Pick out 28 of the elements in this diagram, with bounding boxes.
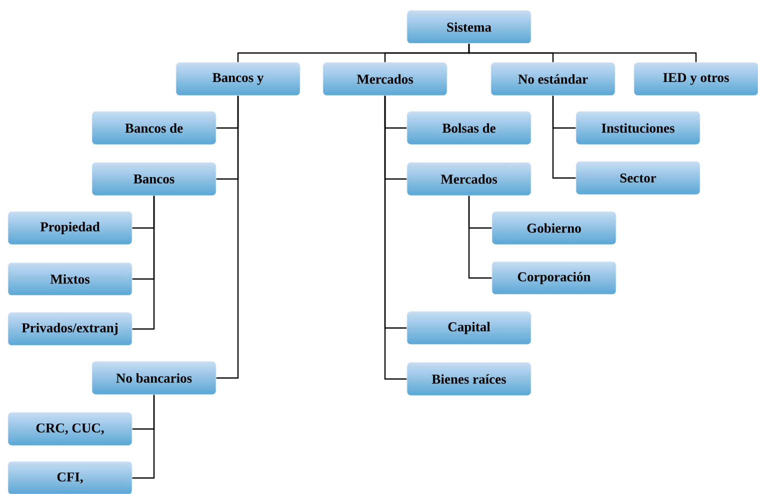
- org-box: Bancos de: [92, 111, 216, 145]
- connector-line: [132, 394, 155, 479]
- org-box: No estándar: [490, 62, 616, 96]
- org-box: Sistema: [406, 10, 532, 44]
- connector-line: [384, 96, 407, 380]
- org-box: Privados/extranj: [8, 312, 132, 346]
- connector-line: [132, 196, 155, 330]
- org-box: Sector: [576, 161, 700, 195]
- org-box: Capital: [406, 311, 532, 345]
- org-box: IED y otros: [634, 62, 758, 96]
- connector-line: [216, 96, 239, 379]
- org-box: Instituciones: [576, 111, 700, 145]
- org-box: Gobierno: [492, 211, 616, 245]
- org-box: Bolsas de: [406, 111, 532, 145]
- org-box: Propiedad: [8, 211, 132, 245]
- org-box: No bancarios: [92, 361, 216, 395]
- org-box: Mixtos: [8, 262, 132, 296]
- org-box: Mercados: [406, 162, 532, 196]
- connector-line: [468, 196, 492, 279]
- org-box: CRC, CUC,: [8, 412, 132, 446]
- org-box: Bancos: [92, 162, 216, 196]
- org-box: Bienes raíces: [406, 362, 532, 396]
- connector-line: [552, 96, 576, 179]
- org-box: Corporación: [492, 261, 616, 295]
- org-box: Mercados: [322, 62, 448, 96]
- org-box: Bancos y: [176, 62, 300, 96]
- connector-line: [468, 44, 697, 62]
- org-box: CFI,: [8, 461, 132, 494]
